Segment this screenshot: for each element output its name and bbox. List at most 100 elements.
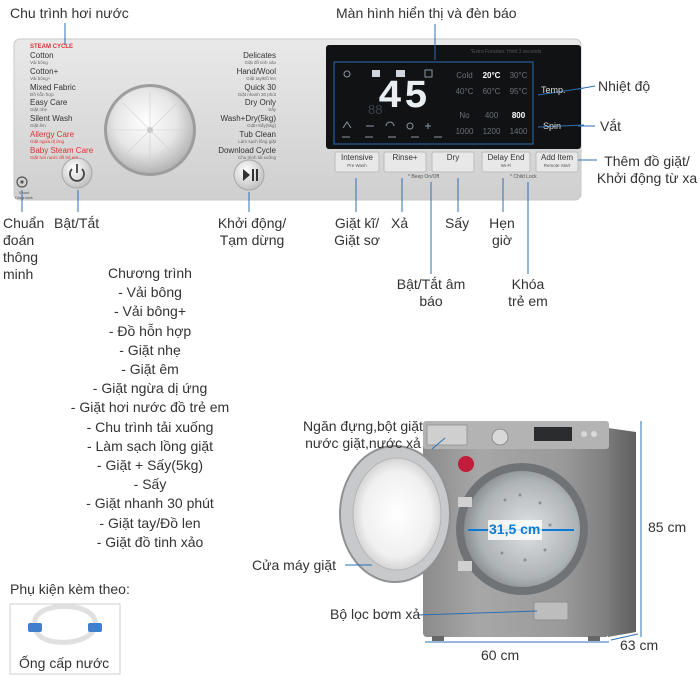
label-intensive: Giặt kĩ/ Giặt sơ [334,215,380,248]
program-item: - Giặt + Sấy(5kg) [96,457,204,474]
start-pause-button[interactable] [233,159,265,191]
detergent-drawer[interactable] [426,424,468,446]
panel-program-name: Delicates [243,51,276,60]
label-accessories: Phụ kiện kèm theo: [10,581,130,597]
display-option: 1200 [482,127,501,136]
program-item: - Giặt tay/Đồ len [99,514,201,531]
panel-program-name: Hand/Wool [236,66,276,76]
power-button[interactable] [61,157,93,189]
label-display: Màn hình hiển thị và đèn báo [336,5,517,21]
dimension-lines [425,421,642,643]
panel-program-sub: Đồ hỗn hợp [30,91,54,97]
door-hinge-bottom [458,561,472,571]
machine-display [534,427,572,441]
function-button-label: Intensive [340,153,374,162]
display-highlight [333,61,534,145]
function-button-label: Add Item [540,153,573,162]
panel-program-name: Baby Steam Care [30,145,94,155]
machine-side [608,428,636,637]
label-steam-cycle: Chu trình hơi nước [10,5,129,21]
program-item: - Giặt nhẹ [119,341,181,358]
program-item: - Đồ hỗn hợp [108,322,192,339]
program-items: - Vải bông- Vải bông+- Đồ hỗn hợp- Giặt … [55,283,245,552]
steam-cycle-header: STEAM CYCLE [30,44,74,50]
child-lock-tag: * Child Lock [510,174,537,180]
label-depth: 63 cm [620,637,659,653]
panel-program-name: Silent Wash [30,114,73,124]
panel-program-name: Tub Clean [239,129,276,139]
panel-program-sub: Giặt êm [30,123,46,129]
digit-area [352,86,434,118]
display-status-icons [342,69,442,138]
display-screen [326,45,581,149]
label-start-pause: Khởi động/ Tạm dừng [217,215,287,248]
label-spin: Vắt [600,118,622,134]
display-option: 1000 [455,127,474,136]
display-temp-tag: Temp. [541,85,566,95]
program-knob[interactable] [104,84,196,176]
panel-program-name: Download Cycle [218,145,276,155]
panel-program-name: Dry Only [244,98,276,108]
function-button[interactable]: Rinse+ [384,153,426,163]
function-button[interactable]: Dry [432,153,474,163]
temp-leader [537,87,585,96]
accessory-box [9,603,121,675]
panel-program-sub: Làm sạch lồng giặt [238,138,276,144]
panel-program-sub: Chu trình tải xuống [237,154,276,160]
display-option: 40°C [455,87,474,96]
program-item: - Giặt êm [121,361,179,378]
display-option: 30°C [509,71,528,80]
panel-program-sub: Giặt đồ tinh xảo [244,60,276,65]
panel-program-name: Allergy Care [30,129,75,139]
program-item: - Giặt ngừa dị ứng [92,380,208,397]
display-option: 20°C [482,71,501,80]
display-option: No [459,111,470,120]
program-list: Chương trình - Vải bông- Vải bông+- Đồ h… [55,264,245,552]
label-water-hose: Ống cấp nước [19,655,110,671]
smart-diagnosis-icon [16,176,28,188]
panel-program-sub: Giặt+Sấy(5kg) [247,123,276,129]
label-filter: Bộ lọc bơm xả [330,606,421,622]
function-button-label: Delay End [487,153,525,162]
power-icon [69,168,85,182]
lg-logo [458,456,474,472]
panel-program-sub: Giặt nhẹ [30,107,48,113]
display-option: 95°C [509,87,528,96]
smart-diagnosis-tag: Smart Diagnosis [15,190,33,200]
label-power: Bật/Tắt [54,215,100,231]
panel-leader-lines [21,23,597,274]
panel-program-name: Easy Care [30,98,68,108]
function-button-label: Dry [446,153,460,162]
label-dry: Sấy [445,215,470,231]
label-detergent-drawer: Ngăn đựng,bột giặt nước giặt,nước xả [303,418,423,451]
program-item: - Chu trình tải xuống [86,418,214,435]
label-width: 60 cm [481,647,520,663]
pump-filter-cover[interactable] [533,601,569,621]
function-button-sub: Pre Wash [347,163,367,168]
display-option: 1400 [509,127,528,136]
panel-program: Wash+Dry(5kg)Giặt+Sấy(5kg) [196,115,277,131]
beep-tag: * Beep On/Off [408,174,440,180]
function-button-sub: Remote Start [543,163,571,168]
water-hose-icon [28,603,102,645]
function-buttons [334,151,579,173]
label-rinse: Xả [391,215,409,231]
program-item: - Giặt nhanh 30 phút [86,495,214,512]
program-item: - Sấy [133,476,167,493]
function-button-label: Rinse+ [392,153,418,162]
